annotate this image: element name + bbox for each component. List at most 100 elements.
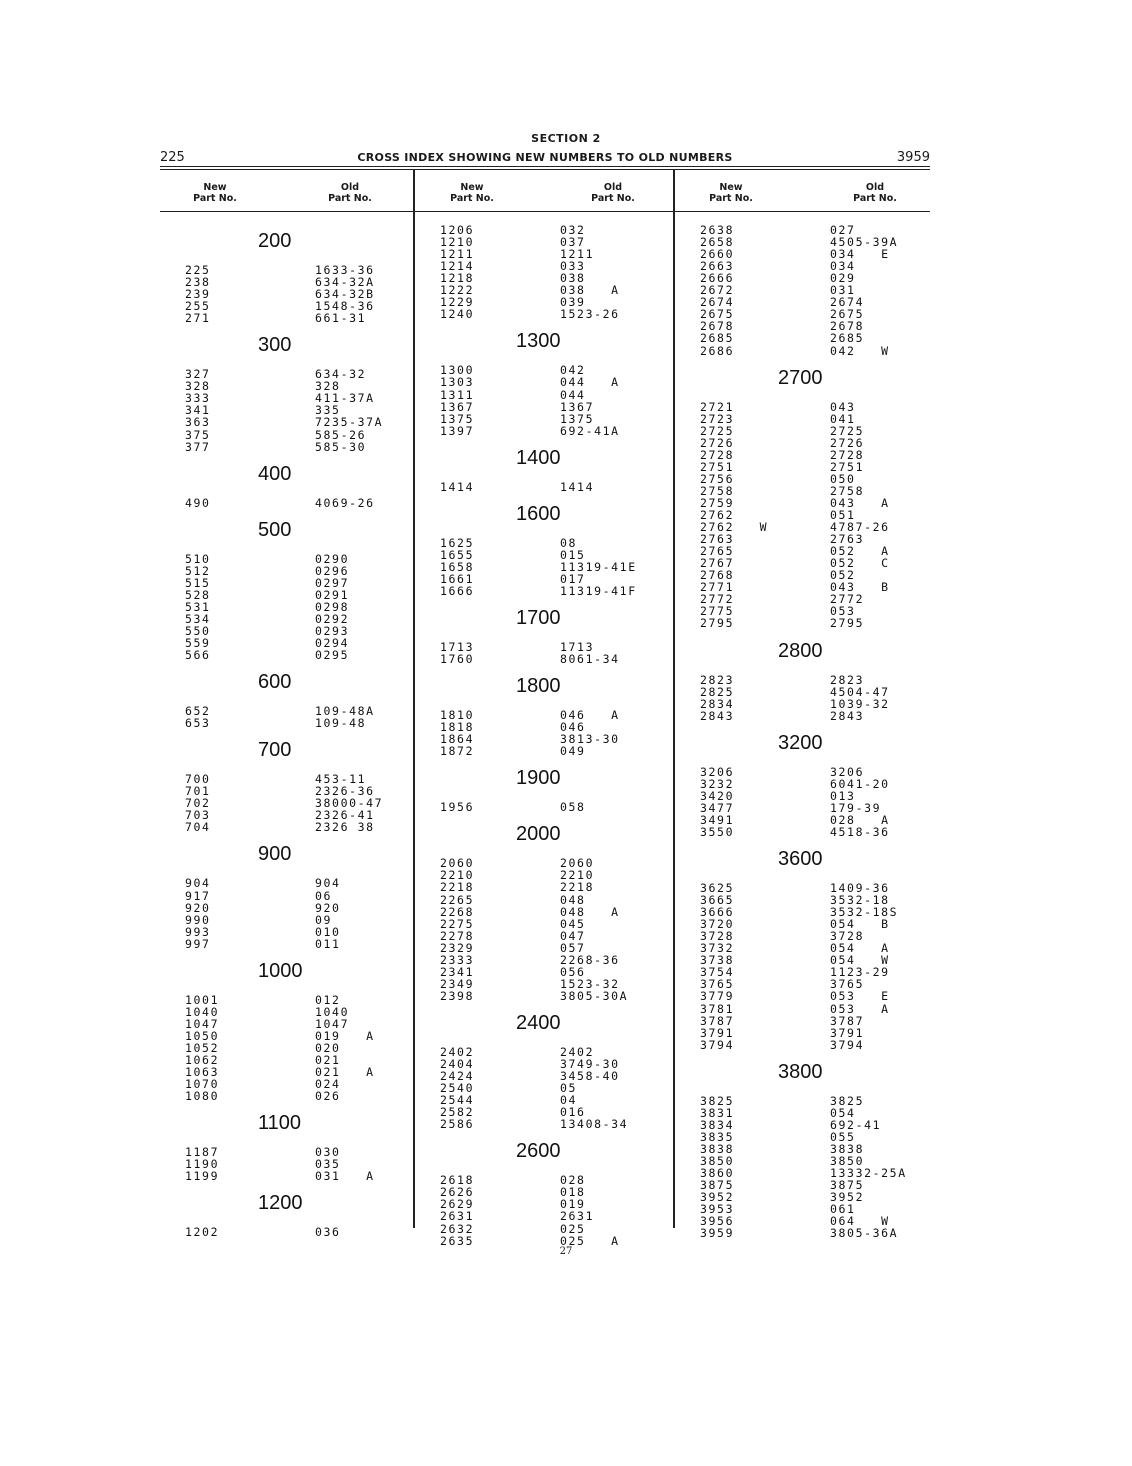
new-part-number: 3625: [700, 881, 735, 895]
old-part-number: 015: [560, 547, 586, 562]
old-part-number: 034 E: [830, 247, 890, 262]
old-part-number: 011: [315, 936, 341, 951]
new-part-number: 1240: [440, 307, 475, 322]
old-part-number: 043 A: [830, 495, 890, 510]
new-part-number: 917: [185, 888, 211, 903]
old-part-number: 2685: [830, 331, 865, 346]
new-part-number: 1214: [440, 259, 475, 274]
new-part-number: 2333: [440, 952, 475, 967]
new-part-number: 3738: [700, 953, 735, 968]
old-part-number: 411-37A: [315, 391, 375, 406]
old-part-number: 030: [315, 1145, 341, 1160]
old-part-number: 026: [315, 1089, 341, 1104]
new-part-number: 2398: [440, 988, 475, 1003]
new-part-number: 2726: [700, 435, 735, 450]
old-part-number: 3838: [830, 1141, 865, 1156]
column-header-rule: [160, 211, 930, 212]
old-part-number: 4504-47: [830, 684, 890, 699]
old-part-number: 661-31: [315, 311, 367, 326]
number-range-heading: 200: [258, 230, 292, 252]
old-part-number: 037: [560, 235, 586, 250]
new-part-number: 2834: [700, 696, 735, 711]
new-part-number: 2586: [440, 1117, 475, 1132]
old-part-number: 054 W: [830, 953, 890, 968]
old-part-number: 109-48: [315, 716, 367, 731]
old-part-number: 0297: [315, 575, 350, 590]
new-part-number: 3206: [700, 764, 735, 779]
number-range-heading: 1100: [258, 1112, 302, 1135]
new-part-number: 2278: [440, 928, 475, 943]
old-part-number: 0298: [315, 599, 350, 614]
new-part-number: 3232: [700, 776, 735, 791]
new-part-number: 2762: [700, 508, 735, 522]
old-part-number: 1040: [315, 1004, 350, 1019]
old-part-number: 064 W: [830, 1214, 890, 1229]
new-part-number: 1414: [440, 479, 475, 494]
old-part-number: 4787-26: [830, 520, 890, 535]
new-part-number: 2765: [700, 544, 735, 559]
old-part-number: 8061-34: [560, 652, 620, 667]
new-part-number: 1713: [440, 640, 475, 654]
number-range-heading: 1300: [516, 330, 561, 353]
new-part-number: 534: [185, 611, 211, 626]
new-part-number: 2666: [700, 271, 735, 286]
old-part-number: 051: [830, 508, 856, 522]
old-part-number: 018: [560, 1185, 586, 1200]
old-part-number: 13332-25A: [830, 1166, 907, 1180]
old-part-number: 05: [560, 1081, 578, 1096]
new-part-number: 1229: [440, 295, 475, 310]
new-part-number: 2635: [440, 1233, 475, 1248]
old-part-number: 0296: [315, 563, 350, 578]
old-part-number: 019 A: [315, 1028, 375, 1043]
new-part-number: 2582: [440, 1105, 475, 1120]
new-part-number: 3728: [700, 929, 735, 944]
old-part-number: 010: [315, 924, 341, 939]
new-part-number: 3420: [700, 788, 735, 803]
new-part-number: 1300: [440, 363, 475, 378]
old-part-number: 041: [830, 411, 856, 426]
number-range-heading: 2700: [778, 366, 823, 389]
new-part-number: 1818: [440, 720, 475, 735]
new-part-number: 1052: [185, 1040, 220, 1055]
old-part-number: 052: [830, 568, 856, 583]
number-range-heading: 900: [258, 843, 292, 866]
new-part-number: 2618: [440, 1173, 475, 1188]
old-part-number: 034: [830, 259, 856, 274]
new-part-number: 2768: [700, 568, 735, 583]
new-part-number: 3794: [700, 1037, 735, 1052]
new-part-number: 510: [185, 551, 211, 566]
number-range-heading: 500: [258, 518, 292, 541]
old-part-number: 021 A: [315, 1065, 375, 1080]
old-part-number: 2326-41: [315, 808, 375, 823]
new-part-number: 2678: [700, 319, 735, 334]
old-part-number: 0292: [315, 611, 350, 626]
new-part-number: 1397: [440, 423, 475, 438]
first-part-number: 225: [160, 150, 185, 165]
old-part-number: 1548-36: [315, 299, 375, 314]
old-part-number: 031: [830, 283, 856, 298]
new-part-number: 3834: [700, 1117, 735, 1132]
old-part-number: 585-30: [315, 439, 367, 454]
running-header: 225 CROSS INDEX SHOWING NEW NUMBERS TO O…: [160, 150, 930, 168]
new-part-number: 2210: [440, 868, 475, 883]
old-part-number: 1375: [560, 411, 595, 426]
number-range-heading: 2600: [516, 1140, 561, 1163]
new-part-number: 1001: [185, 992, 220, 1007]
new-part-number: 2758: [700, 483, 735, 498]
old-part-number: 046: [560, 720, 586, 735]
old-part-number: 3728: [830, 929, 865, 944]
old-part-number: 2631: [560, 1209, 595, 1224]
new-part-number: 225: [185, 263, 211, 277]
old-part-number: 044: [560, 387, 586, 402]
old-part-number: 3952: [830, 1190, 865, 1205]
old-part-number: 035: [315, 1157, 341, 1172]
number-range-heading: 1900: [516, 767, 561, 790]
number-range-heading: 700: [258, 739, 292, 762]
old-part-number: 055: [830, 1129, 856, 1144]
new-part-number: 3765: [700, 977, 735, 992]
new-part-number: 363: [185, 415, 211, 430]
old-part-number: 3532-18: [830, 893, 890, 908]
number-range-heading: 600: [258, 671, 292, 694]
